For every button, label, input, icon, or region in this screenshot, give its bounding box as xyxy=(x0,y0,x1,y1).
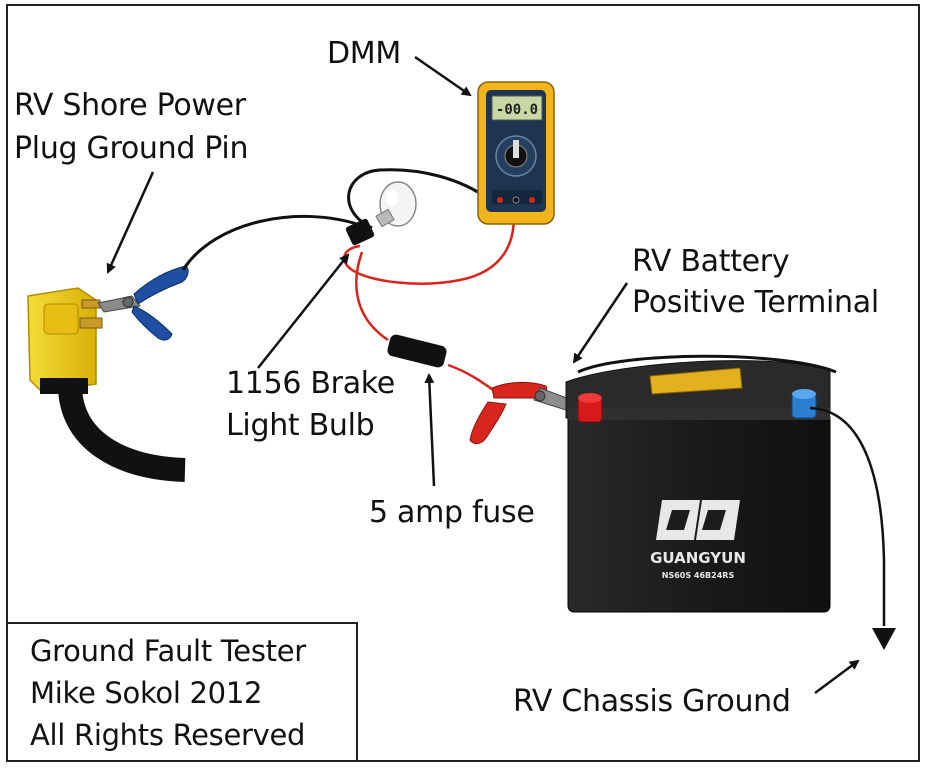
battery-terminal-pointer-arrow xyxy=(572,282,629,364)
battery-logo xyxy=(656,500,740,540)
label-chassis-ground: RV Chassis Ground xyxy=(513,684,791,719)
battery-brand: GUANGYUN xyxy=(650,549,746,567)
credit-box: Ground Fault Tester Mike Sokol 2012 All … xyxy=(6,622,358,762)
brake-light-bulb xyxy=(375,181,417,228)
label-battery-line2: Positive Terminal xyxy=(632,285,879,320)
black-wire-bulb-to-dmm xyxy=(347,168,491,230)
chassis-pointer-arrow xyxy=(814,659,860,695)
credit-rights: All Rights Reserved xyxy=(30,718,306,752)
label-dmm: DMM xyxy=(327,36,401,71)
fuse-pointer-arrow xyxy=(424,373,436,487)
negative-terminal xyxy=(791,389,817,419)
black-wire-clip xyxy=(97,265,189,341)
label-bulb-line1: 1156 Brake xyxy=(226,366,395,401)
positive-terminal xyxy=(577,393,603,423)
shore-power-cable xyxy=(58,384,186,482)
label-battery-line1: RV Battery xyxy=(632,244,790,279)
shore-pin-pointer-arrow xyxy=(106,171,155,274)
dmm-meter: -00.0 xyxy=(477,81,555,225)
red-wire-fuse-to-clip xyxy=(447,363,497,394)
red-wire-clip xyxy=(469,381,573,445)
black-wire-clip-to-bulb xyxy=(181,214,361,271)
label-fuse: 5 amp fuse xyxy=(369,495,535,530)
label-shore-line2: Plug Ground Pin xyxy=(14,131,249,166)
bulb-socket xyxy=(345,218,375,246)
credit-title: Ground Fault Tester xyxy=(30,634,306,668)
dmm-pointer-arrow xyxy=(414,55,472,97)
battery: GUANGYUN NS60S 46B24RS xyxy=(565,354,837,613)
label-shore-line1: RV Shore Power xyxy=(14,88,246,123)
bulb-pointer-arrow xyxy=(257,253,350,369)
shore-power-plug xyxy=(27,287,103,394)
battery-model: NS60S 46B24RS xyxy=(662,571,735,580)
chassis-ground-wire xyxy=(809,406,886,626)
chassis-ground-arrowhead xyxy=(872,628,896,650)
credit-author: Mike Sokol 2012 xyxy=(30,676,263,710)
fuse-holder xyxy=(387,334,447,368)
dmm-display: -00.0 xyxy=(496,102,538,118)
red-wire-bulb-to-fuse xyxy=(355,251,389,342)
label-bulb-line2: Light Bulb xyxy=(226,408,375,443)
